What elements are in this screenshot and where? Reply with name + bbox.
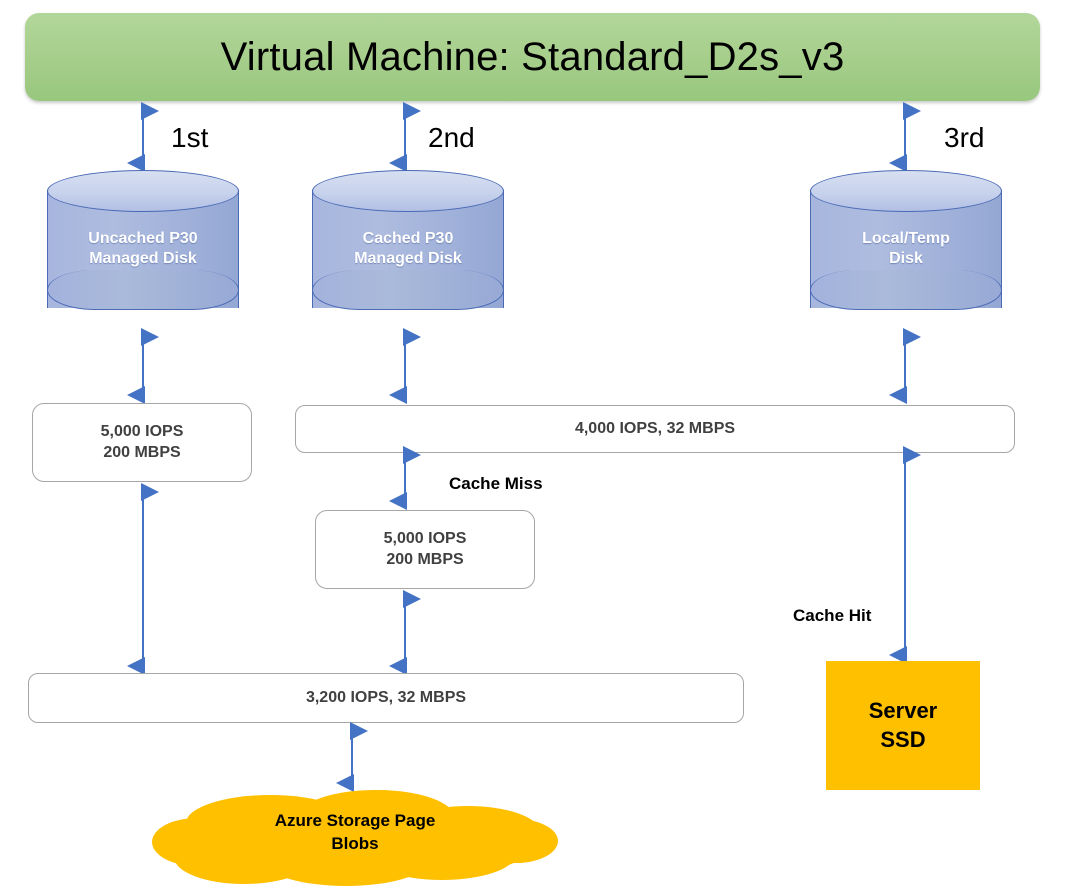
vm-title: Virtual Machine: Standard_D2s_v3 bbox=[220, 34, 845, 79]
cylinder-bottom bbox=[312, 270, 504, 310]
cloud-icon bbox=[152, 790, 558, 886]
disk-cached-p30: Cached P30 Managed Disk bbox=[312, 170, 504, 325]
annotation-cache-miss: Cache Miss bbox=[449, 474, 543, 493]
disk-label-line1: Local/Temp bbox=[862, 230, 950, 247]
arrow-vm-to-cached-disk bbox=[389, 102, 421, 172]
ordinal-label-2nd: 2nd bbox=[428, 122, 475, 153]
metric-line2: 200 MBPS bbox=[386, 550, 464, 568]
arrow-uncached-limit-to-vm-uncached-limit bbox=[127, 483, 159, 675]
metric-line1: 4,000 IOPS, 32 MBPS bbox=[574, 419, 736, 437]
metric-uncached-disk-limit: 5,000 IOPS 200 MBPS bbox=[32, 403, 252, 482]
cylinder-top bbox=[47, 170, 239, 212]
annotation-cache-hit: Cache Hit bbox=[793, 606, 872, 625]
vm-header-box: Virtual Machine: Standard_D2s_v3 bbox=[25, 13, 1040, 101]
metric-line1: 5,000 IOPS bbox=[100, 422, 184, 440]
cloud-label: Azure Storage Page Blobs bbox=[150, 783, 560, 886]
cylinder-bottom bbox=[810, 270, 1002, 310]
metric-line2: 200 MBPS bbox=[103, 443, 181, 461]
arrow-cache-miss bbox=[389, 446, 421, 510]
metric-cached-disk-limit: 5,000 IOPS 200 MBPS bbox=[315, 510, 535, 589]
cloud-label-line2: Blobs bbox=[331, 833, 379, 853]
arrow-vm-uncached-limit-to-storage bbox=[336, 722, 368, 792]
ordinal-label-1st: 1st bbox=[171, 122, 209, 153]
ssd-label-line1: Server bbox=[868, 697, 938, 723]
disk-uncached-p30: Uncached P30 Managed Disk bbox=[47, 170, 239, 325]
cylinder-bottom bbox=[47, 270, 239, 310]
metric-vm-uncached-limit: 3,200 IOPS, 32 MBPS bbox=[28, 673, 744, 723]
disk-local-temp: Local/Temp Disk bbox=[810, 170, 1002, 325]
server-ssd-box: Server SSD bbox=[826, 661, 980, 790]
cylinder-top bbox=[312, 170, 504, 212]
disk-label-line1: Cached P30 bbox=[362, 230, 454, 247]
disk-label-line2: Disk bbox=[889, 250, 923, 267]
disk-label-line2: Managed Disk bbox=[89, 250, 197, 267]
cloud-label-line1: Azure Storage Page bbox=[274, 810, 436, 830]
arrow-cached-disk-to-vm-cached-limit bbox=[389, 328, 421, 404]
arrow-cache-hit bbox=[889, 446, 921, 664]
arrow-uncached-disk-to-limit bbox=[127, 328, 159, 404]
metric-line1: 3,200 IOPS, 32 MBPS bbox=[305, 688, 467, 706]
metric-line1: 5,000 IOPS bbox=[383, 529, 467, 547]
ordinal-label-3rd: 3rd bbox=[944, 122, 985, 153]
disk-label: Uncached P30 Managed Disk bbox=[47, 190, 239, 308]
metric-vm-cached-limit: 4,000 IOPS, 32 MBPS bbox=[295, 405, 1015, 453]
ssd-label-line2: SSD bbox=[880, 726, 926, 752]
arrow-vm-to-uncached-disk bbox=[127, 102, 159, 172]
arrow-local-disk-to-vm-cached-limit bbox=[889, 328, 921, 404]
arrow-cached-limit-to-vm-uncached-limit bbox=[389, 590, 421, 675]
arrow-vm-to-local-disk bbox=[889, 102, 921, 172]
disk-label: Cached P30 Managed Disk bbox=[312, 190, 504, 308]
disk-label-line1: Uncached P30 bbox=[88, 230, 198, 247]
disk-label: Local/Temp Disk bbox=[810, 190, 1002, 308]
azure-storage-cloud: Azure Storage Page Blobs bbox=[150, 783, 560, 886]
cylinder-top bbox=[810, 170, 1002, 212]
disk-label-line2: Managed Disk bbox=[354, 250, 462, 267]
